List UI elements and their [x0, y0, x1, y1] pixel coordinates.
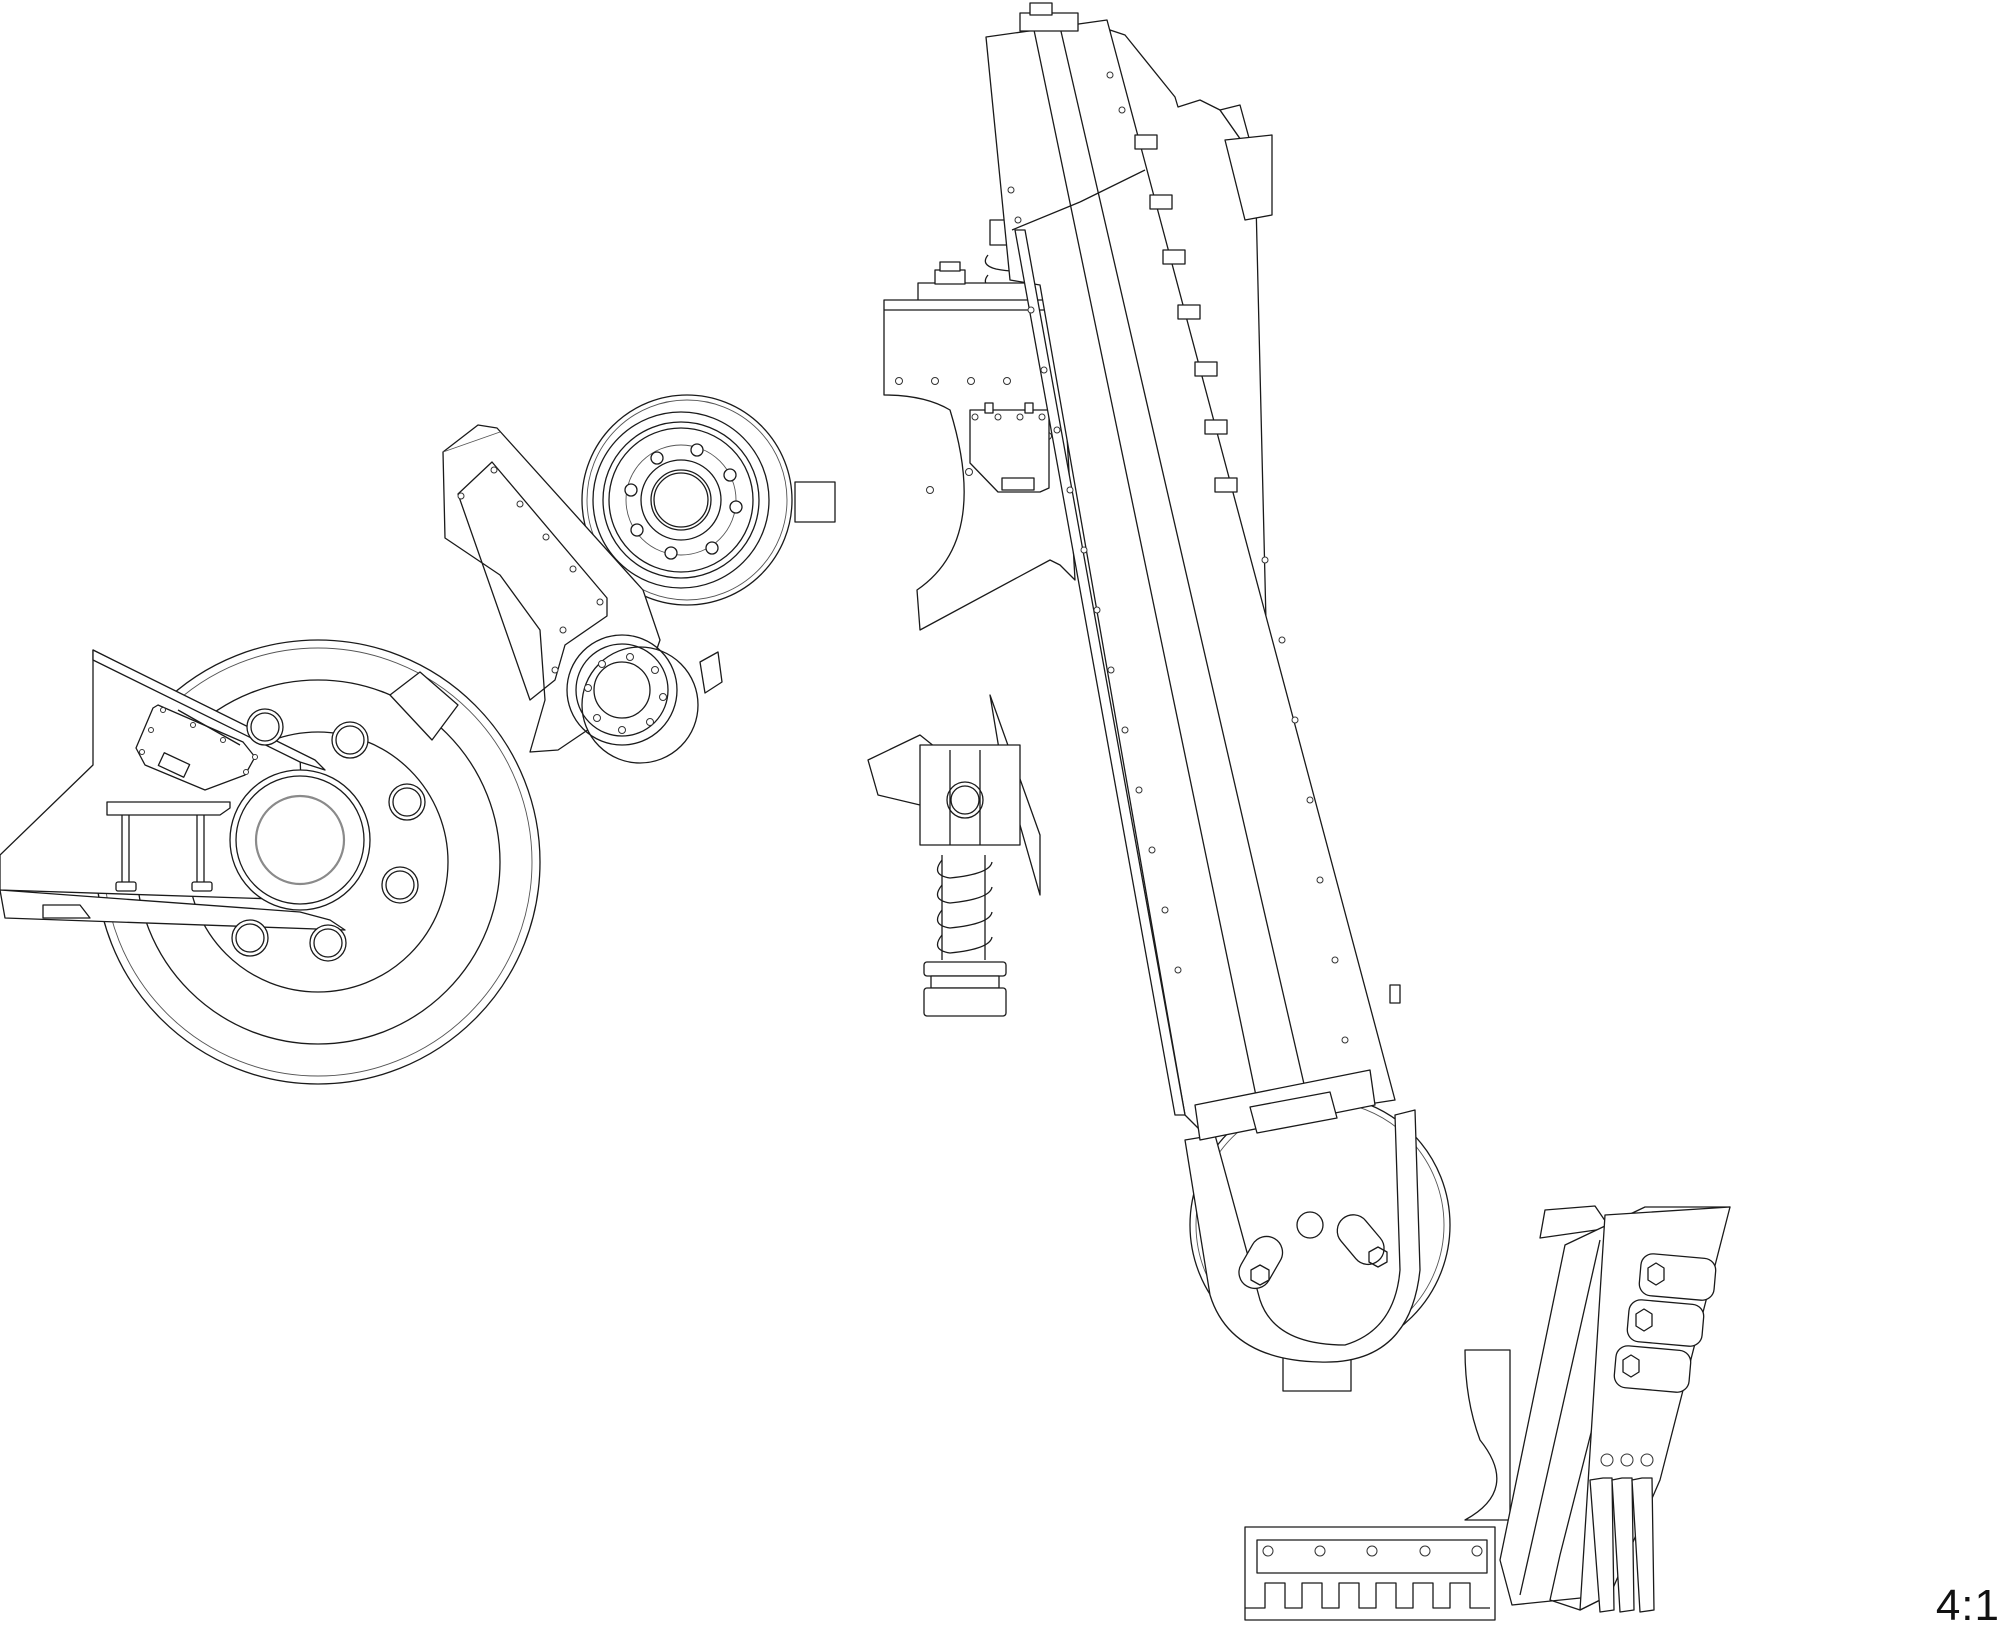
- beam-rivets: [1008, 72, 1348, 1043]
- hub-housing-left: [0, 640, 540, 1084]
- long-arm-beam: [986, 3, 1400, 1130]
- bolt-clamps: [1613, 1253, 1716, 1393]
- small-wheel-bolts: [585, 654, 667, 734]
- bracket: [107, 802, 230, 891]
- bolt-boss-ring: [232, 709, 425, 961]
- window-slot: [1250, 1092, 1337, 1133]
- hanging-blades: [1590, 1454, 1654, 1612]
- mount-plate-with-spring: [884, 220, 1075, 630]
- beam-bolt-lugs: [1135, 135, 1400, 1003]
- hex-bolt-lug-right: [1331, 1208, 1391, 1271]
- scale-label: 4:1: [1935, 1581, 2000, 1630]
- clamp-plate-with-bolts: [1500, 1206, 1730, 1612]
- fork-end-wheel: [1185, 1070, 1450, 1391]
- twin-wheel-bracket: [443, 395, 835, 763]
- mount-plate-rivets: [896, 378, 1052, 494]
- hub-bolts: [625, 444, 742, 559]
- hex-bolt-lug-left: [1233, 1231, 1288, 1295]
- spring-pivot-assembly: [868, 695, 1040, 1016]
- toothed-foot-block: [1245, 1350, 1510, 1620]
- foot-rivets: [1263, 1546, 1482, 1556]
- plate-rivets: [458, 467, 603, 673]
